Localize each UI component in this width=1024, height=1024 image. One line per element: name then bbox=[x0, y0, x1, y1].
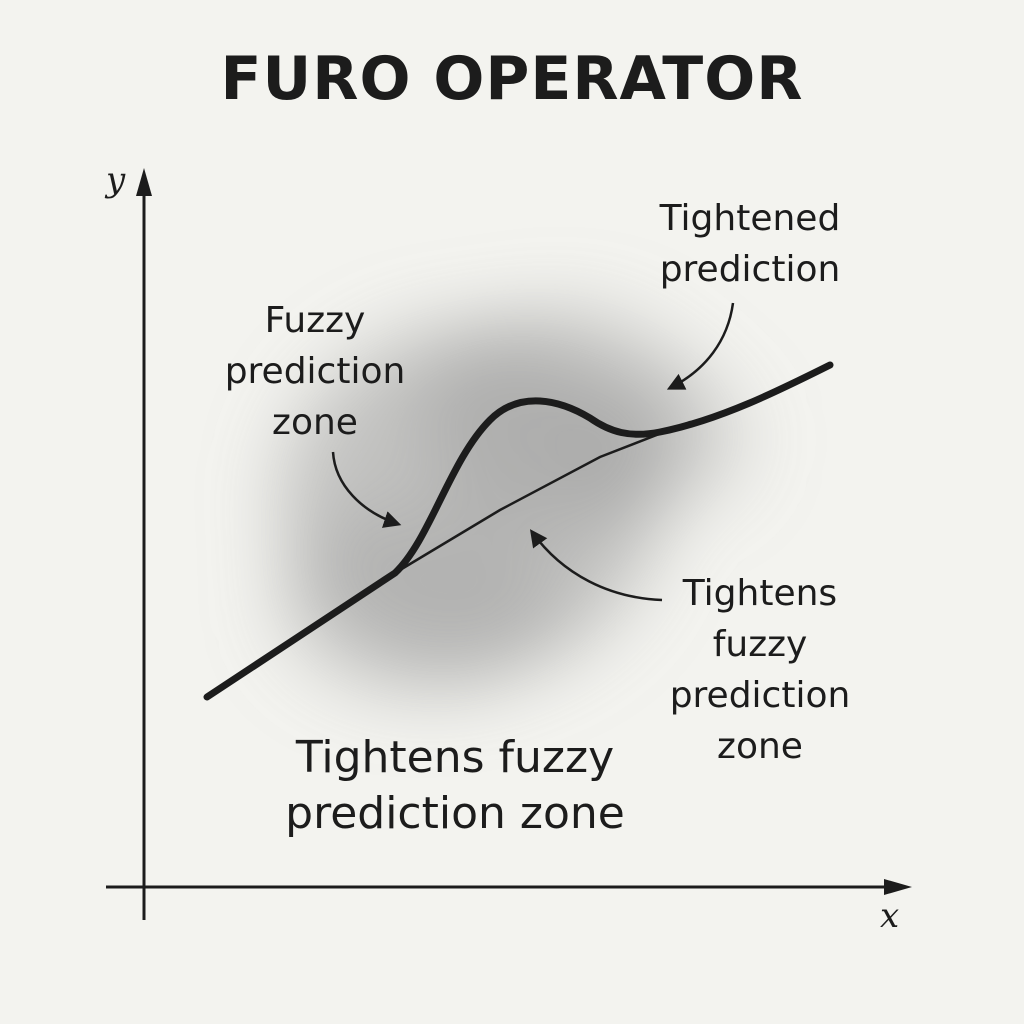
annotation-line: prediction bbox=[224, 351, 406, 392]
y-axis-label: y bbox=[106, 160, 126, 200]
annotation-line: Tightens bbox=[682, 573, 838, 614]
annotation-line: zone bbox=[717, 726, 803, 767]
x-axis-arrow-icon bbox=[884, 879, 912, 895]
caption-line: prediction zone bbox=[285, 788, 625, 839]
annotation-line: prediction bbox=[669, 675, 851, 716]
reference-line bbox=[393, 420, 692, 575]
diagram-caption: Tightens fuzzy prediction zone bbox=[230, 730, 680, 842]
x-axis-label: x bbox=[880, 896, 900, 936]
annotation-line: prediction bbox=[659, 249, 841, 290]
tightens-zone-annotation: Tightens fuzzy prediction zone bbox=[655, 568, 865, 772]
tightens-zone-arrow-icon bbox=[529, 529, 663, 602]
diagram-title: FURO OPERATOR bbox=[220, 44, 804, 114]
tightened-prediction-annotation: Tightened prediction bbox=[630, 193, 870, 295]
fuzzy-zone-arrow-icon bbox=[331, 451, 402, 528]
annotation-line: Fuzzy bbox=[264, 300, 366, 341]
annotation-line: zone bbox=[272, 402, 358, 443]
fuzzy-zone-annotation: Fuzzy prediction zone bbox=[205, 295, 425, 448]
tightened-prediction-arrow-icon bbox=[666, 302, 735, 390]
caption-line: Tightens fuzzy bbox=[295, 732, 615, 783]
annotation-line: Tightened bbox=[659, 198, 841, 239]
y-axis-arrow-icon bbox=[136, 168, 152, 196]
annotation-line: fuzzy bbox=[712, 624, 808, 665]
tightened-prediction-curve bbox=[203, 361, 834, 701]
